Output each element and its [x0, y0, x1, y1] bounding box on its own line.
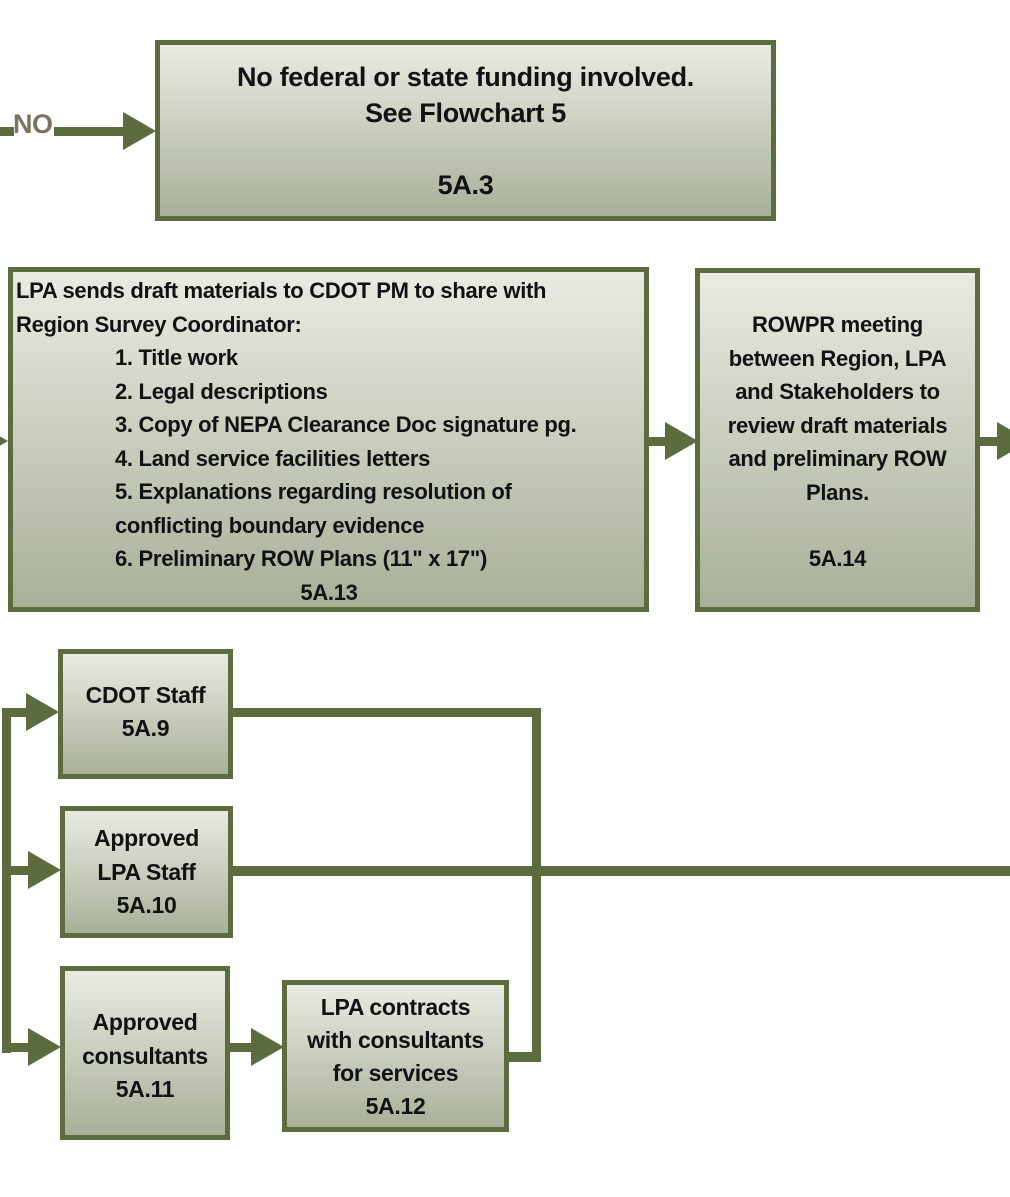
connector-5a10-out	[233, 866, 1010, 876]
connector-5a12-out	[500, 1052, 541, 1062]
node-text-line: LPA contracts	[320, 994, 471, 1020]
connector-5a9-out	[233, 708, 541, 717]
node-text-line: Approved	[94, 825, 199, 851]
arrowhead-5a11-to-5a12-icon	[251, 1028, 284, 1066]
node-text-line: consultants	[82, 1042, 208, 1069]
list-item: 6. Preliminary ROW Plans (11" x 17")	[115, 546, 487, 571]
connector-no-left-segment	[0, 127, 14, 136]
arrowhead-to-5a9-icon	[26, 693, 59, 731]
node-code: 5A.12	[365, 1093, 426, 1119]
list-item: 3. Copy of NEPA Clearance Doc signature …	[115, 412, 577, 437]
arrowhead-to-5a10-icon	[28, 851, 61, 889]
connector-5a11-to-5a12-shaft	[230, 1043, 256, 1052]
node-text-line: Approved	[92, 1009, 198, 1035]
connector-merge-vertical	[532, 708, 541, 1062]
connector-to-5a10-shaft	[2, 866, 32, 875]
node-approved-lpa-staff: Approved LPA Staff 5A.10	[60, 806, 233, 938]
node-lpa-sends-draft-materials: LPA sends draft materials to CDOT PM to …	[8, 267, 649, 612]
arrowhead-5a13-to-5a14-icon	[665, 422, 698, 460]
node-lpa-contracts: LPA contracts with consultants for servi…	[282, 980, 509, 1132]
node-text-line: for services	[332, 1060, 459, 1086]
connector-5a14-out	[978, 437, 1002, 446]
node-code: 5A.9	[121, 715, 170, 741]
connector-left-trunk-vertical	[2, 708, 11, 1053]
connector-to-5a9-shaft	[2, 708, 30, 717]
node-code: 5A.3	[437, 170, 494, 200]
arrowhead-5a14-out-icon	[997, 422, 1010, 460]
node-code: 5A.11	[115, 1076, 175, 1102]
arrowhead-into-5a13-icon	[0, 422, 8, 460]
node-no-funding: No federal or state funding involved. Se…	[155, 40, 776, 221]
node-text-line: LPA Staff	[97, 858, 196, 885]
node-text-line: LPA sends draft materials to CDOT PM to …	[16, 278, 547, 303]
node-text-line: See Flowchart 5	[364, 98, 567, 128]
node-code: 5A.13	[300, 579, 358, 605]
list-item: 5. Explanations regarding resolution of	[115, 479, 512, 504]
no-branch-label: NO	[13, 109, 53, 139]
list-item: 2. Legal descriptions	[115, 378, 328, 404]
node-code: 5A.10	[116, 892, 177, 918]
node-text-line: No federal or state funding involved.	[237, 62, 694, 92]
node-text-line: between Region, LPA	[728, 345, 947, 371]
node-code: 5A.14	[808, 546, 867, 571]
list-item: 4. Land service facilities letters	[115, 445, 431, 471]
connector-no-shaft	[54, 127, 126, 136]
node-text-line: review draft materials	[727, 412, 948, 438]
arrowhead-to-5a11-icon	[28, 1028, 61, 1066]
list-item: conflicting boundary evidence	[115, 512, 425, 538]
arrowhead-no-to-5a3-icon	[123, 112, 156, 150]
list-item: 1. Title work	[115, 345, 238, 370]
node-text-line: with consultants	[307, 1027, 484, 1053]
node-text-line: CDOT Staff	[85, 682, 206, 708]
node-text-line: and Stakeholders to	[735, 379, 940, 404]
node-approved-consultants: Approved consultants 5A.11	[60, 966, 230, 1140]
connector-5a13-to-5a14	[647, 437, 671, 446]
node-rowpr-meeting: ROWPR meeting between Region, LPA and St…	[695, 268, 980, 612]
node-text-line: Region Survey Coordinator:	[16, 311, 302, 337]
connector-to-5a11-shaft	[2, 1043, 32, 1052]
node-text-line: ROWPR meeting	[752, 312, 923, 337]
node-text-line: and preliminary ROW	[728, 446, 947, 471]
node-cdot-staff: CDOT Staff 5A.9	[58, 649, 233, 779]
node-text-line: Plans.	[805, 479, 869, 505]
